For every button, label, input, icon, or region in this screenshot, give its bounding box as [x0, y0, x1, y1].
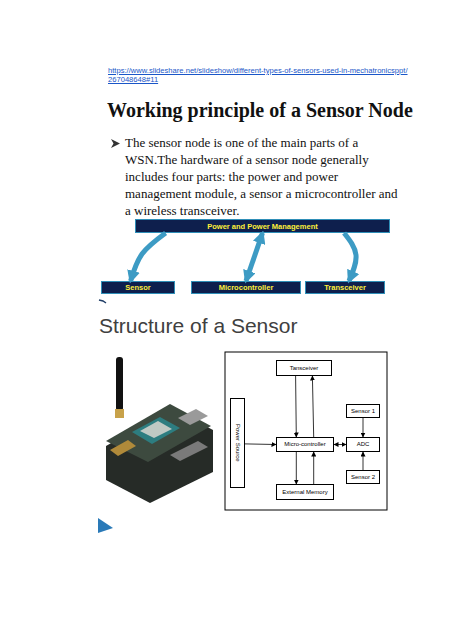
signal-arrow	[313, 452, 314, 484]
node-label: Microcontroller	[219, 283, 274, 292]
module-box: Transceiver	[305, 281, 385, 294]
node-label: ADC	[357, 441, 370, 448]
node-label: External Memory	[282, 489, 327, 496]
block-box: External Memory	[276, 484, 334, 500]
signal-arrow	[334, 444, 346, 445]
block-arrow	[344, 233, 356, 281]
module-box: Sensor	[101, 281, 175, 294]
signal-arrow	[245, 443, 276, 445]
block-diagram-frame	[225, 352, 387, 510]
block-box: ADC	[346, 437, 380, 452]
slide-title: Working principle of a Sensor Node	[107, 98, 427, 122]
power-bar: Power and Power Management	[135, 219, 390, 233]
slide-corner-mark	[98, 518, 113, 533]
signal-arrow	[363, 452, 364, 470]
node-label: Tansceiver	[290, 365, 319, 372]
signal-arrow	[312, 376, 313, 437]
bullet-text: The sensor node is one of the main parts…	[125, 134, 401, 219]
module-box: Microcontroller	[191, 281, 301, 294]
node-label: Micro-controller	[284, 441, 325, 448]
block-box: Micro-controller	[276, 437, 334, 452]
block-box: Sensor 2	[346, 470, 380, 484]
block-box: Tansceiver	[276, 360, 332, 376]
node-label: Power Source	[234, 424, 241, 462]
block-arrow	[246, 233, 263, 281]
node-label: Power and Power Management	[207, 222, 317, 231]
signal-arrow	[296, 452, 297, 484]
node-label: Sensor	[125, 283, 150, 292]
node-label: Transceiver	[324, 283, 366, 292]
node-label: Sensor 1	[351, 408, 375, 415]
signal-arrow	[295, 376, 297, 437]
source-link: https://www.slideshare.net/slideshow/dif…	[108, 66, 408, 84]
slide-mark	[99, 300, 106, 303]
power-source-box: Power Source	[230, 398, 245, 488]
signal-arrow	[363, 418, 364, 437]
block-arrow	[131, 233, 166, 281]
block-box: Sensor 1	[346, 404, 380, 418]
bullet-mark	[111, 139, 120, 148]
sensor-board-photo	[106, 357, 213, 503]
section-heading: Structure of a Sensor	[99, 313, 399, 339]
node-label: Sensor 2	[351, 474, 375, 481]
